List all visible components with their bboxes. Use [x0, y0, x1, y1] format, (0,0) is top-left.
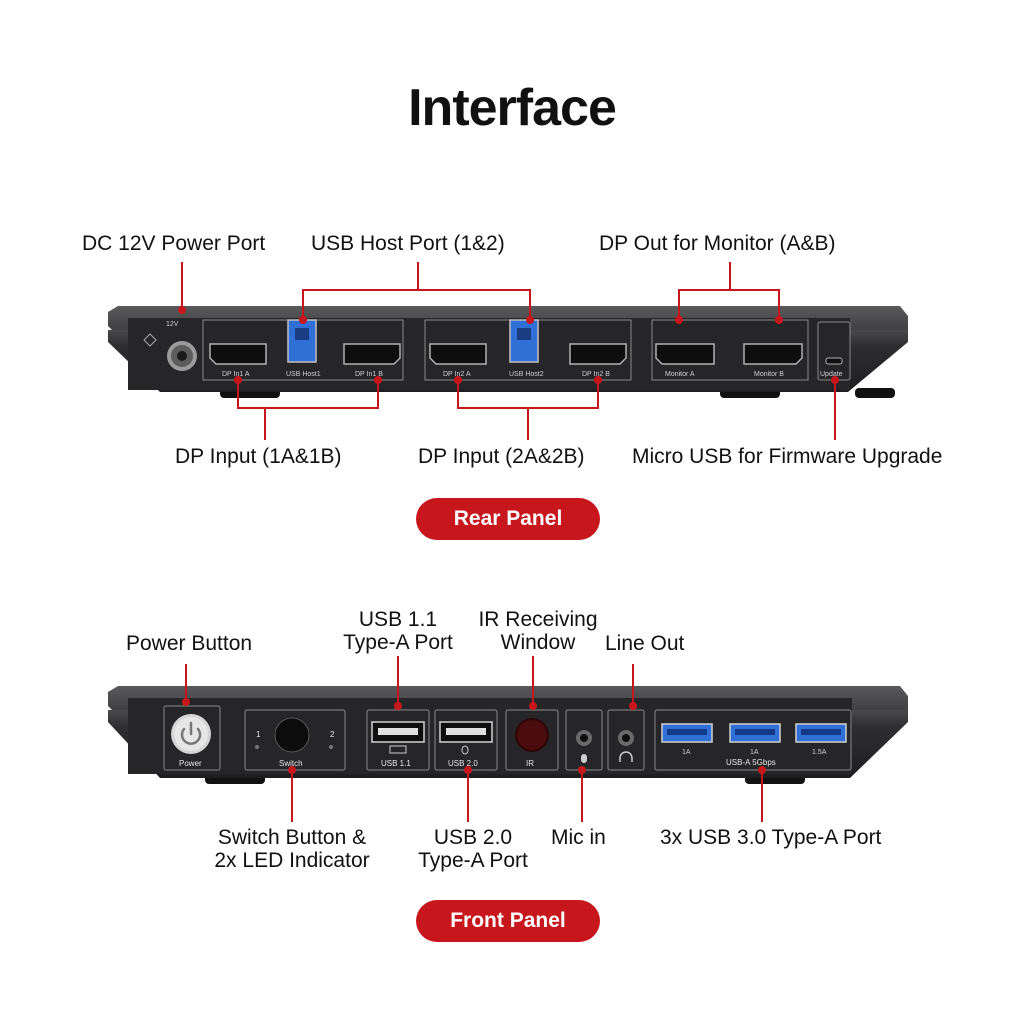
line-out-jack	[607, 709, 645, 771]
usb30-port-group: 1A 1A 1.5A USB-A 5Gbps	[654, 709, 852, 771]
label-usb11: USB 1.1 Type-A Port	[330, 608, 466, 654]
label-usb11-line2: Type-A Port	[343, 631, 453, 654]
label-switch-button: Switch Button & 2x LED Indicator	[204, 826, 380, 872]
page-title: Interface	[408, 79, 617, 137]
voltage-marking: 12V	[166, 321, 179, 328]
label-usb20-line1: USB 2.0	[433, 826, 513, 849]
svg-text:Power: Power	[179, 759, 202, 768]
label-dp-out-monitor: DP Out for Monitor (A&B)	[599, 232, 836, 255]
led-indicator-2	[329, 745, 333, 749]
label-usb30: 3x USB 3.0 Type-A Port	[660, 826, 882, 849]
svg-text:Monitor A: Monitor A	[665, 371, 695, 378]
front-panel-badge: Front Panel	[416, 900, 600, 942]
svg-text:USB 1.1: USB 1.1	[381, 759, 411, 768]
svg-text:Switch: Switch	[279, 759, 303, 768]
usb30-port-3: 1.5A	[795, 723, 847, 756]
usb-b-port-host1: USB Host1	[286, 319, 321, 378]
power-icon	[180, 727, 202, 745]
label-dp-input-1: DP Input (1A&1B)	[175, 445, 342, 468]
label-ir-window: IR Receiving Window	[474, 608, 602, 654]
svg-text:DP In2 A: DP In2 A	[443, 371, 471, 378]
dp-port-monitor-a: Monitor A	[655, 343, 715, 378]
led-2-label: 2	[330, 730, 335, 739]
label-ir-line1: IR Receiving	[478, 608, 598, 631]
dp-port-monitor-b: Monitor B	[743, 343, 803, 378]
label-line-out: Line Out	[605, 632, 685, 655]
front-panel-device: Power 1 2 Switch USB 1.1 USB 2.0	[108, 686, 908, 784]
svg-text:USB Host2: USB Host2	[509, 371, 544, 378]
svg-text:USB 2.0: USB 2.0	[448, 759, 478, 768]
dp-port-in2b: DP In2 B	[569, 343, 627, 378]
label-dc-power-port: DC 12V Power Port	[82, 232, 266, 255]
usb30-port-1: 1A	[661, 723, 713, 756]
dp-port-in1b: DP In1 B	[343, 343, 401, 378]
rear-panel-badge: Rear Panel	[416, 498, 600, 540]
mouse-icon	[461, 745, 469, 755]
led-indicator-1	[255, 745, 259, 749]
label-usb11-line1: USB 1.1	[358, 608, 438, 631]
micro-usb-update-port: Update	[820, 357, 843, 378]
svg-text:DP In2 B: DP In2 B	[582, 371, 610, 378]
label-mic-in: Mic in	[551, 826, 606, 849]
svg-text:1A: 1A	[682, 749, 691, 756]
led-1-label: 1	[256, 730, 261, 739]
label-usb20-line2: Type-A Port	[418, 849, 528, 872]
label-switch-line1: Switch Button &	[217, 826, 367, 849]
svg-text:USB Host1: USB Host1	[286, 371, 321, 378]
label-micro-usb: Micro USB for Firmware Upgrade	[632, 445, 943, 468]
label-power-button: Power Button	[126, 632, 253, 655]
svg-text:DP In1 A: DP In1 A	[222, 371, 250, 378]
headphone-icon	[619, 751, 633, 762]
microphone-icon	[581, 754, 587, 763]
front-callout-lines	[185, 656, 763, 822]
svg-text:Update: Update	[820, 371, 843, 378]
dp-port-in2a: DP In2 A	[429, 343, 487, 378]
label-usb20: USB 2.0 Type-A Port	[408, 826, 538, 872]
usb30-port-2: 1A	[729, 723, 781, 756]
dp-port-in1a: DP In1 A	[209, 343, 267, 378]
power-button: Power	[163, 705, 221, 771]
svg-text:Monitor B: Monitor B	[754, 371, 784, 378]
svg-text:IR: IR	[526, 759, 534, 768]
keyboard-icon	[389, 745, 407, 754]
svg-text:1A: 1A	[750, 749, 759, 756]
svg-text:1.5A: 1.5A	[812, 749, 827, 756]
usb11-port: USB 1.1	[366, 709, 430, 771]
ir-window: IR	[505, 709, 559, 771]
rear-callout-lines	[181, 262, 836, 440]
dc-power-jack: 12V	[143, 321, 197, 371]
label-switch-line2: 2x LED Indicator	[214, 849, 370, 872]
svg-text:USB-A 5Gbps: USB-A 5Gbps	[726, 758, 776, 767]
usb-b-port-host2: USB Host2	[509, 319, 544, 378]
label-usb-host-port: USB Host Port (1&2)	[311, 232, 505, 255]
label-ir-line2: Window	[500, 631, 576, 654]
rear-panel-device: 12V DP In1 A USB Host1 DP In1 B DP In2 A	[108, 306, 908, 398]
label-dp-input-2: DP Input (2A&2B)	[418, 445, 585, 468]
svg-text:DP In1 B: DP In1 B	[355, 371, 383, 378]
